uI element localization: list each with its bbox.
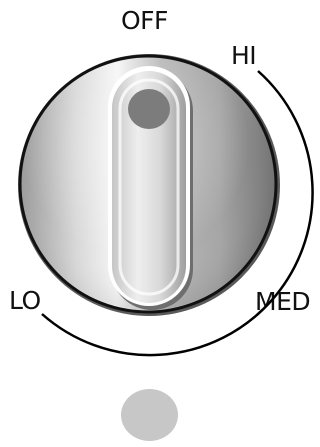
speed-range-arc bbox=[41, 70, 314, 357]
setting-label-lo: LO bbox=[9, 286, 41, 315]
setting-label-off: OFF bbox=[121, 6, 168, 35]
setting-label-hi: HI bbox=[231, 41, 257, 70]
indicator-light-icon bbox=[121, 389, 178, 441]
handle-pointer-dot bbox=[128, 89, 170, 129]
knob-grip-handle bbox=[108, 66, 193, 310]
